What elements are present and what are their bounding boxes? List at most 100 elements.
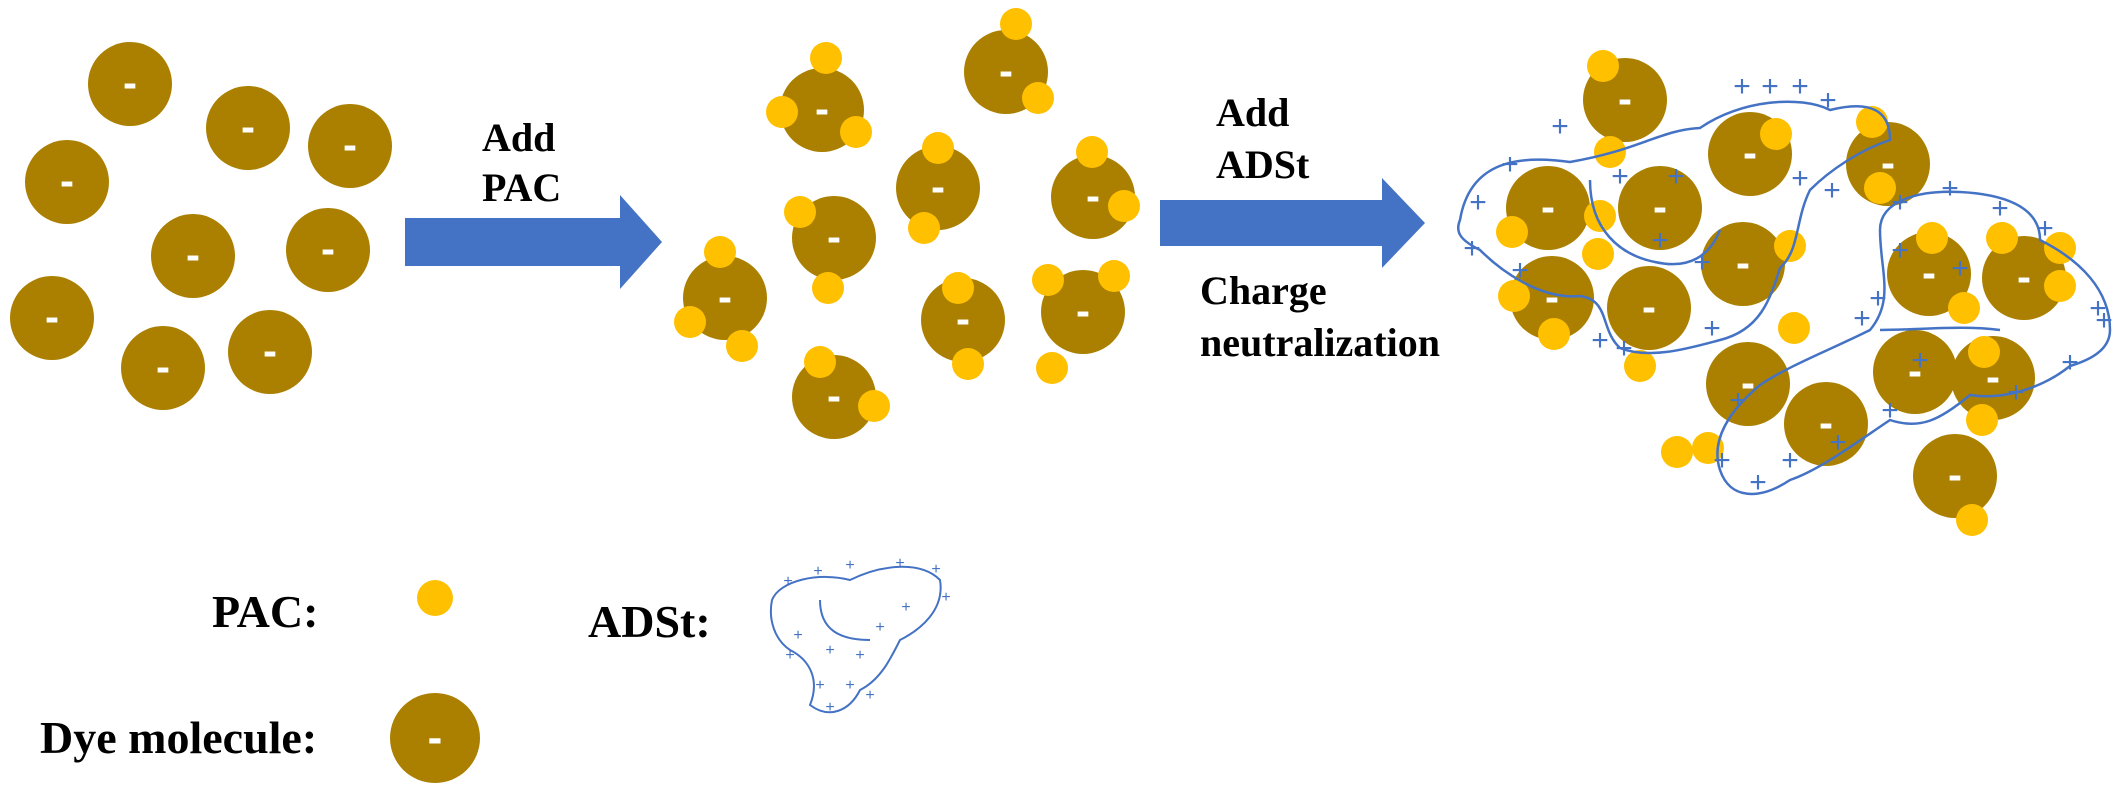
pac-particle bbox=[766, 96, 798, 128]
positive-charge-sign: + bbox=[1829, 426, 1847, 459]
legend-dye-label: Dye molecule: bbox=[40, 712, 318, 763]
add-adst-arrow bbox=[1160, 178, 1425, 268]
positive-charge-sign: + bbox=[855, 647, 864, 664]
positive-charge-sign: + bbox=[1781, 444, 1799, 477]
negative-charge-sign: - bbox=[45, 293, 59, 340]
negative-charge-sign: - bbox=[1948, 451, 1962, 498]
pac-particle bbox=[1498, 280, 1530, 312]
positive-charge-sign: + bbox=[1911, 344, 1929, 377]
positive-charge-sign: + bbox=[785, 647, 794, 664]
positive-charge-sign: + bbox=[793, 627, 802, 644]
negative-charge-sign: - bbox=[186, 231, 200, 278]
dye-molecule: - bbox=[1510, 256, 1594, 340]
dye-molecule: - bbox=[228, 310, 312, 394]
dye-molecule: - bbox=[121, 326, 205, 410]
dye-molecule: - bbox=[25, 140, 109, 224]
positive-charge-sign: + bbox=[2007, 376, 2025, 409]
positive-charge-sign: + bbox=[1951, 252, 1969, 285]
pac-particle bbox=[1032, 264, 1064, 296]
negative-charge-sign: - bbox=[931, 163, 945, 210]
negative-charge-sign: - bbox=[1545, 273, 1559, 320]
pac-particle bbox=[1076, 136, 1108, 168]
dye-molecule: - bbox=[206, 86, 290, 170]
positive-charge-sign: + bbox=[1551, 110, 1569, 143]
negative-charge-sign: - bbox=[1541, 183, 1555, 230]
positive-charge-sign: + bbox=[1591, 324, 1609, 357]
pac-particle bbox=[726, 330, 758, 362]
positive-charge-sign: + bbox=[783, 573, 792, 590]
positive-charge-sign: + bbox=[901, 599, 910, 616]
positive-charge-sign: + bbox=[1713, 444, 1731, 477]
pac-particle bbox=[1108, 190, 1140, 222]
pac-particle bbox=[1000, 8, 1032, 40]
legend-dye-molecule-icon: - bbox=[390, 693, 480, 783]
dye-molecule: - bbox=[1706, 342, 1790, 426]
pac-particle bbox=[812, 272, 844, 304]
pac-particle bbox=[1022, 82, 1054, 114]
pac-particle bbox=[1692, 432, 1724, 464]
negative-charge-sign: - bbox=[1618, 75, 1632, 122]
pac-particle bbox=[1538, 318, 1570, 350]
dye-molecule: - bbox=[1701, 222, 1785, 306]
positive-charge-sign: + bbox=[2089, 292, 2107, 325]
positive-charge-sign: + bbox=[1729, 384, 1747, 417]
adst-polymer-chain bbox=[1716, 190, 2112, 496]
positive-charge-sign: + bbox=[1891, 234, 1909, 267]
pac-particle bbox=[1582, 238, 1614, 270]
positive-charge-sign: + bbox=[1749, 466, 1767, 499]
pac-particle bbox=[1624, 350, 1656, 382]
positive-charge-sign: + bbox=[1891, 186, 1909, 219]
positive-charge-sign: + bbox=[1463, 232, 1481, 265]
dye-molecule: - bbox=[88, 42, 172, 126]
dye-molecule: - bbox=[1041, 270, 1125, 354]
legend-adst-icon: ++++++++++++++++ bbox=[770, 555, 951, 716]
positive-charge-sign: + bbox=[1615, 332, 1633, 365]
legend-pac-label: PAC: bbox=[212, 586, 319, 637]
pac-particle bbox=[1496, 216, 1528, 248]
positive-charge-sign: + bbox=[931, 561, 940, 578]
positive-charge-sign: + bbox=[1693, 246, 1711, 279]
add-adst-label-line1: Add bbox=[1216, 90, 1290, 135]
negative-charge-sign: - bbox=[718, 273, 732, 320]
positive-charge-sign: + bbox=[1761, 70, 1779, 103]
pac-particle bbox=[810, 42, 842, 74]
negative-charge-sign: - bbox=[1741, 359, 1755, 406]
add-pac-label-line2: PAC bbox=[482, 165, 562, 210]
pac-particle bbox=[1587, 50, 1619, 82]
add-pac-label-line1: Add bbox=[482, 115, 556, 160]
positive-charge-sign: + bbox=[2036, 212, 2054, 245]
pac-particle bbox=[1864, 172, 1896, 204]
pac-particle bbox=[1036, 352, 1068, 384]
pac-particle bbox=[804, 346, 836, 378]
legend-pac-particle-icon bbox=[417, 580, 453, 616]
positive-charge-sign: + bbox=[813, 563, 822, 580]
dye-molecule: - bbox=[1887, 232, 1971, 316]
dye-molecules: ---------------------------------- bbox=[10, 30, 2066, 783]
positive-charge-sign: + bbox=[1869, 282, 1887, 315]
positive-charge-sign: + bbox=[2061, 346, 2079, 379]
pac-particle bbox=[674, 306, 706, 338]
dye-molecule: - bbox=[1982, 236, 2066, 320]
positive-charge-sign: + bbox=[1991, 192, 2009, 225]
negative-charge-sign: - bbox=[1819, 399, 1833, 446]
pac-particle bbox=[1986, 222, 2018, 254]
negative-charge-sign: - bbox=[343, 121, 357, 168]
negative-charge-sign: - bbox=[2017, 253, 2031, 300]
negative-charge-sign: - bbox=[1642, 283, 1656, 330]
dye-molecule: - bbox=[896, 146, 980, 230]
positive-charge-sign: + bbox=[1819, 84, 1837, 117]
pac-particle bbox=[1760, 118, 1792, 150]
pac-particle bbox=[1948, 292, 1980, 324]
positive-charge-sign: + bbox=[1733, 70, 1751, 103]
negative-charge-sign: - bbox=[1736, 239, 1750, 286]
legend-adst-label: ADSt: bbox=[588, 596, 711, 647]
dye-molecule: - bbox=[308, 104, 392, 188]
add-pac-arrow bbox=[405, 195, 662, 289]
dye-molecule: - bbox=[1784, 382, 1868, 466]
positive-charge-sign: + bbox=[1469, 186, 1487, 219]
negative-charge-sign: - bbox=[321, 225, 335, 272]
pac-particle bbox=[2044, 270, 2076, 302]
negative-charge-sign: - bbox=[1076, 287, 1090, 334]
pac-particle bbox=[1966, 404, 1998, 436]
positive-charge-sign: + bbox=[825, 642, 834, 659]
